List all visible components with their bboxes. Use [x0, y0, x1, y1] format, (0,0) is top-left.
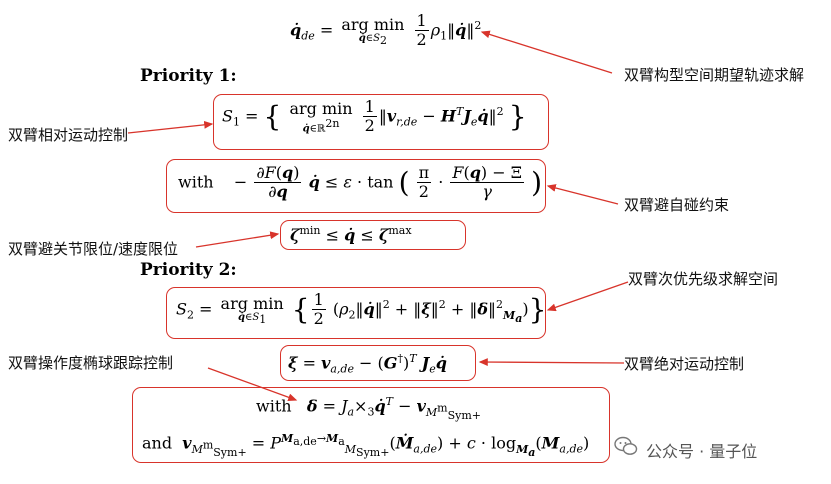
- box-collision: [166, 159, 546, 213]
- arrow-relative: [127, 120, 214, 134]
- label-joint-limit: 双臂避关节限位/速度限位: [8, 240, 179, 258]
- watermark-name: 量子位: [709, 442, 758, 461]
- equation-delta: with δ = Ja×3q̇T − vMmSym+: [256, 395, 481, 422]
- label-relative-motion: 双臂相对运动控制: [8, 126, 129, 144]
- watermark-account: 公众号: [646, 442, 695, 461]
- equation-xi: ξ = va,de − (G†)T Jeq̇: [288, 352, 447, 376]
- arrow-top: [480, 30, 613, 74]
- equation-v-mapping: and vMmSym+ = PMa,de→MaMSym+(Ṁa,de) + c …: [142, 432, 590, 459]
- priority-2-heading: Priority 2:: [140, 260, 237, 280]
- watermark-text: 公众号 · 量子位: [646, 438, 757, 462]
- wechat-icon: [614, 436, 638, 455]
- arrow-collision: [546, 184, 619, 205]
- arrow-absolute: [478, 358, 625, 366]
- equation-limit: ζmin ≤ q̇ ≤ ζmax: [290, 224, 412, 245]
- label-absolute-motion: 双臂绝对运动控制: [624, 355, 745, 373]
- watermark-sep: ·: [699, 442, 705, 461]
- label-secondary-space: 双臂次优先级求解空间: [628, 270, 779, 288]
- box-xi: [280, 345, 476, 381]
- label-manip-ellipsoid: 双臂操作度椭球跟踪控制: [8, 354, 174, 372]
- priority-1-heading: Priority 1:: [140, 66, 237, 86]
- arrow-limit: [195, 231, 280, 248]
- box-limit: [280, 220, 466, 250]
- arrow-secondary: [546, 281, 629, 312]
- box-ellipsoid: [132, 387, 610, 463]
- box-s2: [166, 287, 546, 339]
- arrow-ellipsoid: [207, 367, 298, 401]
- label-top-right: 双臂构型空间期望轨迹求解: [624, 66, 805, 84]
- box-s1: [213, 94, 549, 150]
- label-self-collision: 双臂避自碰约束: [624, 196, 730, 214]
